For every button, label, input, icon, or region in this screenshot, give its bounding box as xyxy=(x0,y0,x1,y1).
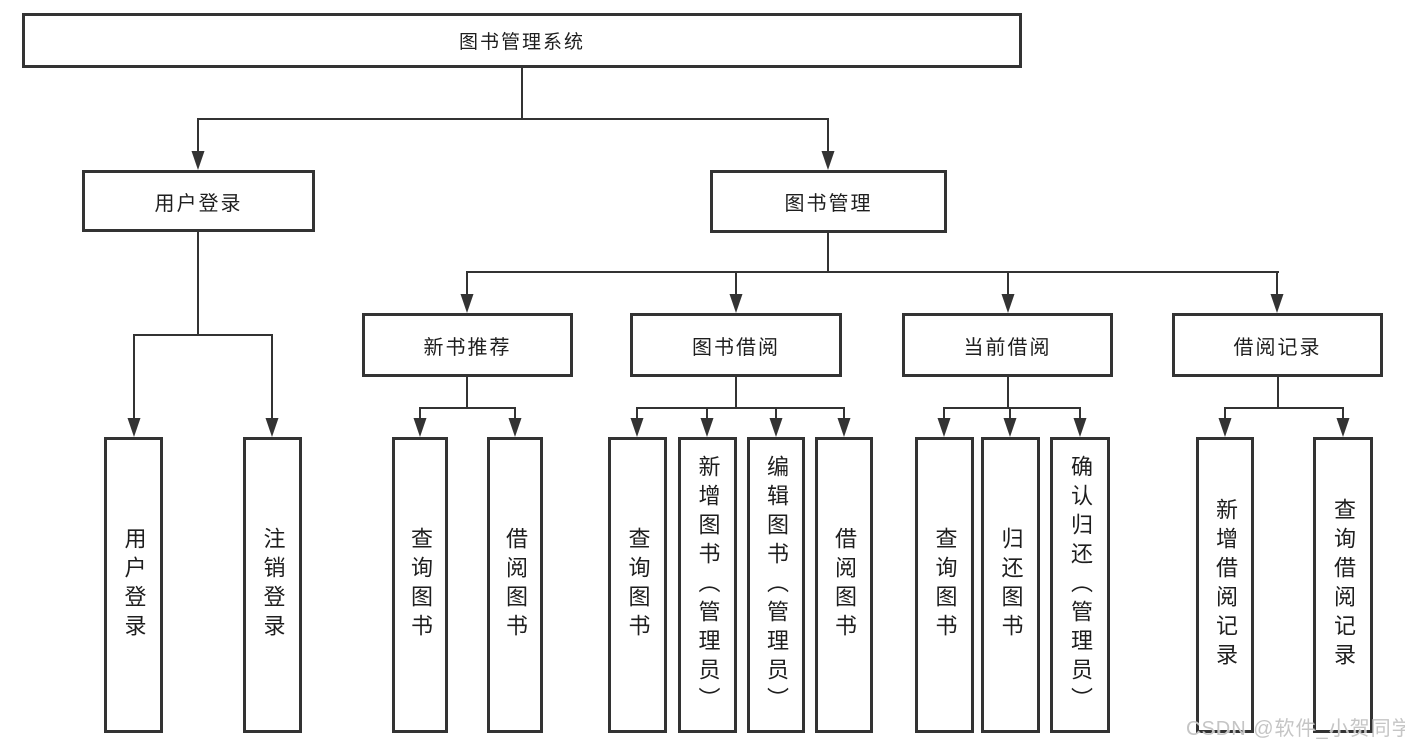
node-leaf-confirm-return-admin: 确认归还（管理员） xyxy=(1050,437,1110,733)
arrowhead-icon xyxy=(265,418,279,437)
node-leaf-return-book: 归还图书 xyxy=(981,437,1040,733)
arrowhead-icon xyxy=(769,418,783,437)
node-leaf-query-book-3: 查询图书 xyxy=(915,437,974,733)
node-user-login: 用户登录 xyxy=(82,170,315,232)
arrowhead-icon xyxy=(1001,294,1015,313)
node-leaf-query-book-2: 查询图书 xyxy=(608,437,667,733)
arrowhead-icon xyxy=(1218,418,1232,437)
node-leaf-logout: 注销登录 xyxy=(243,437,302,733)
node-leaf-add-borrow-record: 新增借阅记录 xyxy=(1196,437,1254,733)
node-current-borrow: 当前借阅 xyxy=(902,313,1113,377)
arrowhead-icon xyxy=(508,418,522,437)
node-leaf-edit-book-admin: 编辑图书（管理员） xyxy=(747,437,805,733)
node-leaf-query-borrow-record: 查询借阅记录 xyxy=(1313,437,1373,733)
arrowhead-icon xyxy=(1003,418,1017,437)
node-book-management: 图书管理 xyxy=(710,170,947,233)
arrowhead-icon xyxy=(460,294,474,313)
arrowhead-icon xyxy=(729,294,743,313)
node-new-book-recommend: 新书推荐 xyxy=(362,313,573,377)
node-leaf-borrow-book-1: 借阅图书 xyxy=(487,437,543,733)
arrowhead-icon xyxy=(127,418,141,437)
watermark: CSDN @软件_小贺同学 xyxy=(1186,718,1405,740)
node-leaf-user-login: 用户登录 xyxy=(104,437,163,733)
arrowhead-icon xyxy=(413,418,427,437)
arrowhead-icon xyxy=(1270,294,1284,313)
arrowhead-icon xyxy=(1073,418,1087,437)
node-root: 图书管理系统 xyxy=(22,13,1022,68)
arrowhead-icon xyxy=(937,418,951,437)
node-borrow-record: 借阅记录 xyxy=(1172,313,1383,377)
arrowhead-icon xyxy=(191,151,205,170)
node-book-borrow: 图书借阅 xyxy=(630,313,842,377)
arrowhead-icon xyxy=(700,418,714,437)
arrowhead-icon xyxy=(821,151,835,170)
node-leaf-add-book-admin: 新增图书（管理员） xyxy=(678,437,737,733)
node-leaf-query-book-1: 查询图书 xyxy=(392,437,448,733)
arrowhead-icon xyxy=(837,418,851,437)
node-leaf-borrow-book-2: 借阅图书 xyxy=(815,437,873,733)
arrowhead-icon xyxy=(1336,418,1350,437)
arrowhead-icon xyxy=(630,418,644,437)
